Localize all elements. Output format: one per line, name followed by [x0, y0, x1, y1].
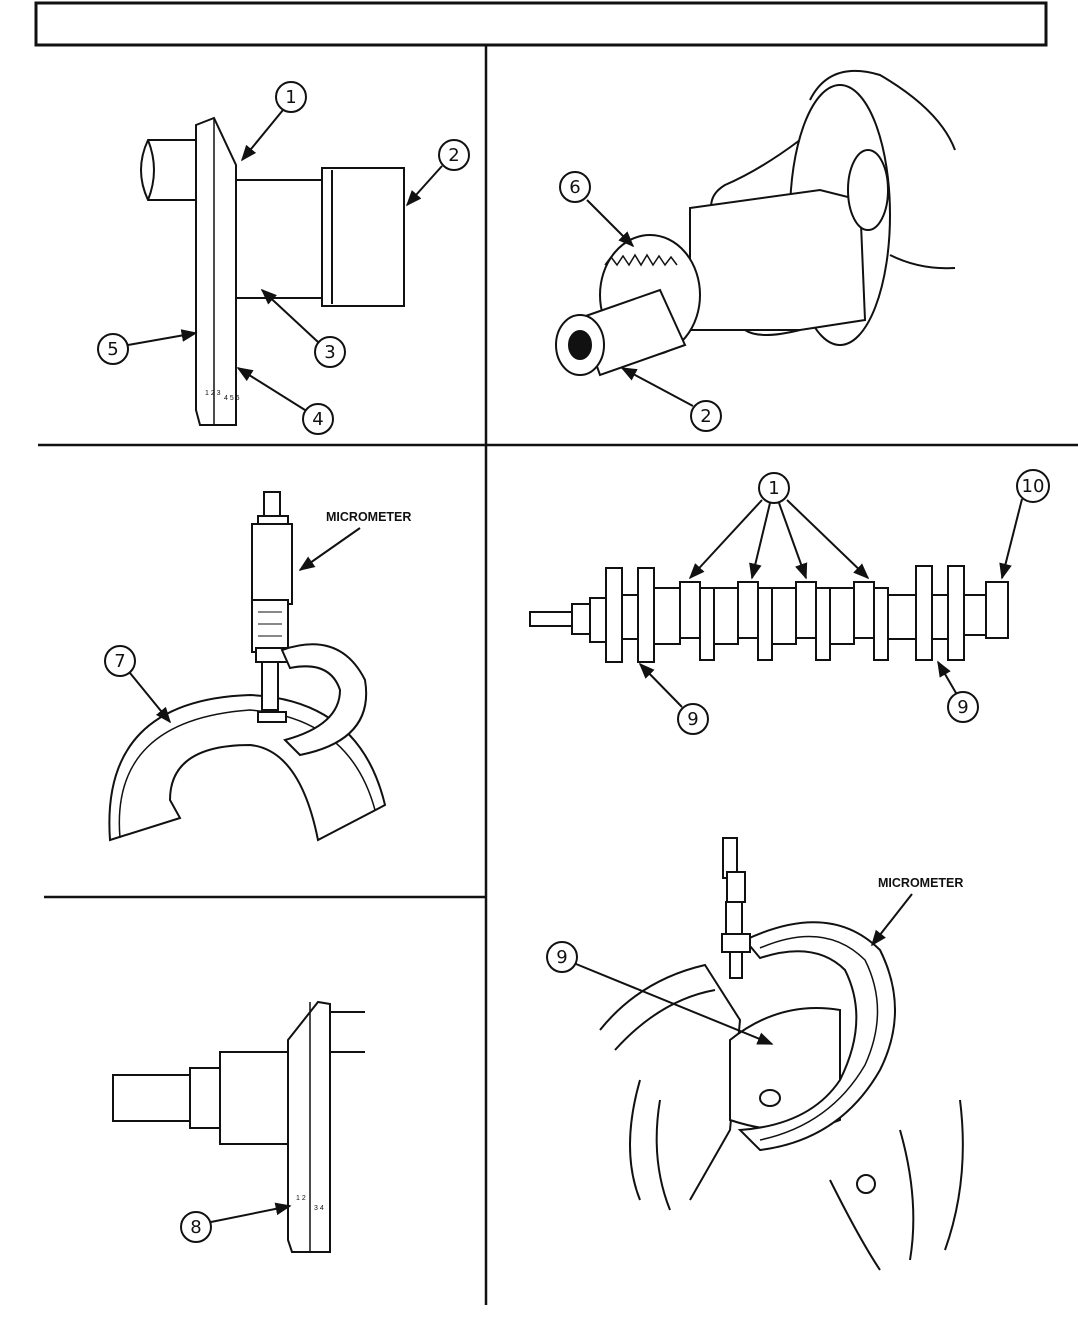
svg-text:9: 9: [687, 709, 698, 730]
callout-9-right: 9: [937, 660, 979, 723]
crank-block: [599, 963, 742, 1211]
callout-3: 3: [260, 288, 346, 368]
svg-text:1 2: 1 2: [296, 1195, 306, 1202]
counterweight-outline: [710, 69, 956, 336]
callout-9-left: 9: [638, 662, 709, 735]
svg-text:10: 10: [1022, 476, 1045, 497]
svg-text:MICROMETER: MICROMETER: [326, 510, 411, 524]
crank-nose: [529, 611, 573, 627]
callout-6: 6: [559, 171, 635, 248]
rear-journal: [847, 149, 889, 231]
shaft-drawing: [140, 139, 405, 307]
callout-2-gear: 2: [620, 367, 722, 432]
panel5-callouts: 8: [180, 1202, 292, 1243]
svg-text:3: 3: [324, 342, 335, 363]
micrometer-label-top: MICROMETER: [298, 510, 411, 571]
panel-bearing-micrometer: [108, 491, 387, 842]
callout-8: 8: [180, 1202, 292, 1243]
panel4-callouts: 1 10 9 9: [638, 469, 1050, 735]
micrometer-tool: [251, 491, 368, 757]
panel3-annotations: 7 MICROMETER: [104, 510, 411, 724]
panel-crankpin-micrometer: [599, 837, 964, 1271]
callout-1-top: 1: [240, 81, 307, 162]
callout-2-top: 2: [405, 139, 470, 207]
svg-text:2: 2: [448, 145, 459, 166]
callout-7: 7: [104, 645, 172, 724]
svg-text:1: 1: [768, 478, 779, 499]
svg-text:3 4: 3 4: [314, 1205, 324, 1212]
straightedge-tool-lower: [287, 1000, 331, 1253]
main-journal: [679, 581, 701, 639]
svg-text:1 2 3: 1 2 3: [205, 390, 221, 397]
straightedge-tool: 1 2 3 4 5 6: [195, 116, 240, 426]
panel-crankshaft-full: [529, 565, 1009, 663]
crank-web: [605, 567, 623, 663]
panel1-callouts: 1 2 3 4 5: [97, 81, 470, 435]
panel-dividers: [38, 45, 1078, 1305]
hub: [689, 188, 867, 331]
panel-crankshaft-gear: [555, 69, 956, 377]
panel2-callouts: 6 2: [559, 171, 722, 432]
micrometer-frame-lower: [721, 837, 896, 1152]
panel-straightedge-journal: 1 2 3 4 5 6: [140, 116, 405, 426]
callout-1-journals: 1: [688, 472, 870, 580]
svg-text:MICROMETER: MICROMETER: [878, 876, 963, 890]
svg-text:4 5 6: 4 5 6: [224, 395, 240, 402]
svg-text:5: 5: [107, 339, 118, 360]
panel-straightedge-flange: 1 2 3 4: [112, 1000, 365, 1253]
svg-text:9: 9: [556, 947, 567, 968]
svg-text:8: 8: [190, 1217, 201, 1238]
callout-10: 10: [999, 469, 1050, 580]
svg-text:4: 4: [312, 409, 323, 430]
callout-5: 5: [97, 329, 198, 365]
svg-text:7: 7: [114, 651, 125, 672]
svg-text:1: 1: [285, 87, 296, 108]
shaft-nose: [555, 288, 687, 377]
svg-text:6: 6: [569, 177, 580, 198]
callout-9-crankpin: 9: [546, 941, 774, 1045]
shaft-stub: [112, 1074, 194, 1122]
svg-text:2: 2: [700, 406, 711, 427]
svg-text:9: 9: [957, 697, 968, 718]
panel6-annotations: 9 MICROMETER: [546, 876, 963, 1045]
header-box: [34, 1, 1048, 47]
crank-flange-end: [985, 581, 1009, 639]
callout-4: 4: [236, 367, 334, 435]
micrometer-label-bottom: MICROMETER: [871, 876, 963, 947]
